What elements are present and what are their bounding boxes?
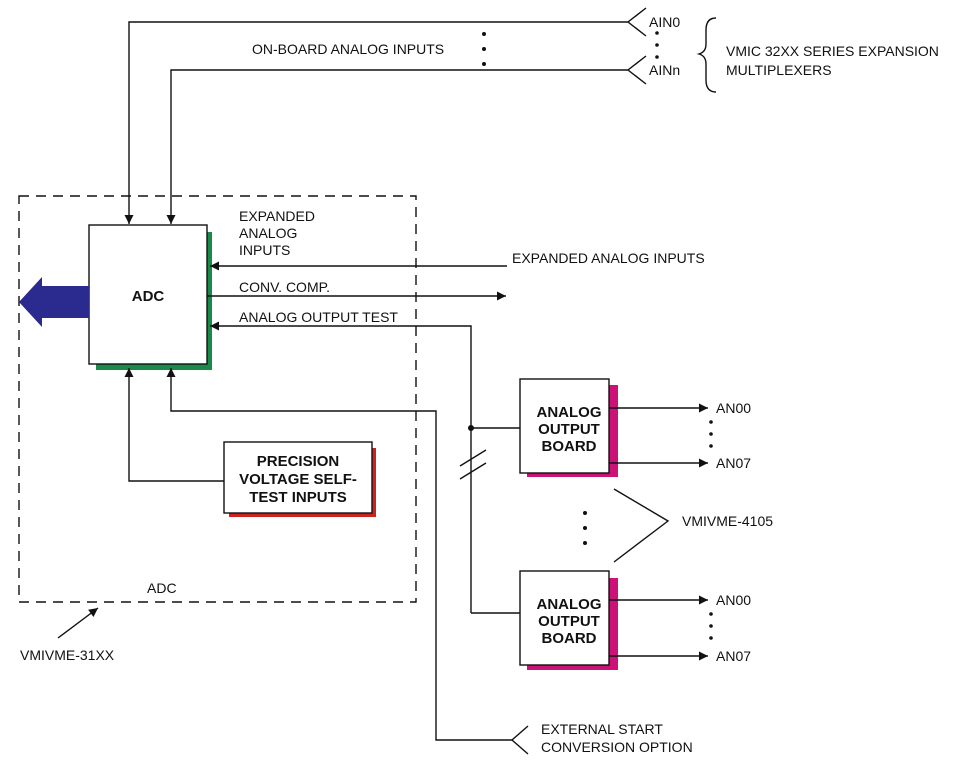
aob2-label-line1: ANALOG [537,596,602,613]
conv-comp-label: CONV. COMP. [239,279,330,295]
ellipsis-dot [709,420,713,424]
precision-label-line2: VOLTAGE SELF- [239,471,357,488]
expanded-inputs-label-line1: EXPANDED [239,208,315,224]
external-start-wire [166,368,512,741]
an07-label-2: AN07 [716,648,751,664]
ain0-label: AIN0 [649,14,680,30]
vmivme-31xx-pointer [57,607,99,639]
ainn-connector [626,55,647,85]
onboard-inputs-label: ON-BOARD ANALOG INPUTS [252,41,444,57]
expanded-inputs-label-line2: ANALOG [239,225,297,241]
aob2-label-line3: BOARD [542,630,597,647]
ain0-wire [124,21,628,224]
adc-board-label: ADC [147,580,177,596]
ainn-label: AINn [649,62,680,78]
an07-label-1: AN07 [716,455,751,471]
aob1-label-line2: OUTPUT [538,421,600,438]
external-start-connector [510,725,529,755]
vmic-expansion-label-line2: MULTIPLEXERS [726,62,832,78]
ellipsis-dot [583,511,587,515]
aob1-label-line3: BOARD [542,438,597,455]
curly-brace [696,17,717,93]
external-start-label-line1: EXTERNAL START [541,721,663,737]
adc-box [88,224,208,365]
bus-slash [459,449,487,467]
ellipsis-dot [482,32,486,36]
ellipsis-dot [709,636,713,640]
analog-output-test-wire [210,321,472,613]
precision-to-adc-wire [124,368,224,482]
ellipsis-dot [482,47,486,51]
ellipsis-dot [709,444,713,448]
adc-box-label: ADC [132,288,165,305]
expanded-inputs-label-line3: INPUTS [239,242,290,258]
vmic-expansion-label-line1: VMIC 32XX SERIES EXPANSION [726,43,939,59]
ellipsis-dot [655,31,659,35]
ellipsis-dot [583,541,587,545]
ellipsis-dot [709,612,713,616]
junction-dot [468,425,474,431]
an00-label-1: AN00 [716,400,751,416]
an00-label-2: AN00 [716,592,751,608]
expanded-inputs-right-label: EXPANDED ANALOG INPUTS [512,250,705,266]
aob2-label-line2: OUTPUT [538,613,600,630]
analog-output-board-2 [519,570,610,666]
ellipsis-dot [655,43,659,47]
bus-slash [459,462,487,480]
vmivme-4105-bracket [613,488,670,563]
precision-box [223,441,373,514]
precision-label-line3: TEST INPUTS [249,489,347,506]
vmivme-31xx-label: VMIVME-31XX [20,647,115,663]
ain0-connector [626,7,647,37]
analog-output-test-label: ANALOG OUTPUT TEST [239,309,398,325]
vmivme-4105-label: VMIVME-4105 [682,513,773,529]
ellipsis-dot [583,526,587,530]
ellipsis-dot [655,55,659,59]
vmivme-31xx-board-outline [18,195,417,603]
ellipsis-dot [709,624,713,628]
external-start-label-line2: CONVERSION OPTION [541,739,693,755]
aob1-label-line1: ANALOG [537,404,602,421]
ainn-wire [166,69,628,224]
precision-label-line1: PRECISION [257,453,340,470]
ellipsis-dot [482,62,486,66]
ellipsis-dot [709,432,713,436]
analog-output-board-1 [519,378,610,474]
data-bus-arrow [19,277,89,327]
